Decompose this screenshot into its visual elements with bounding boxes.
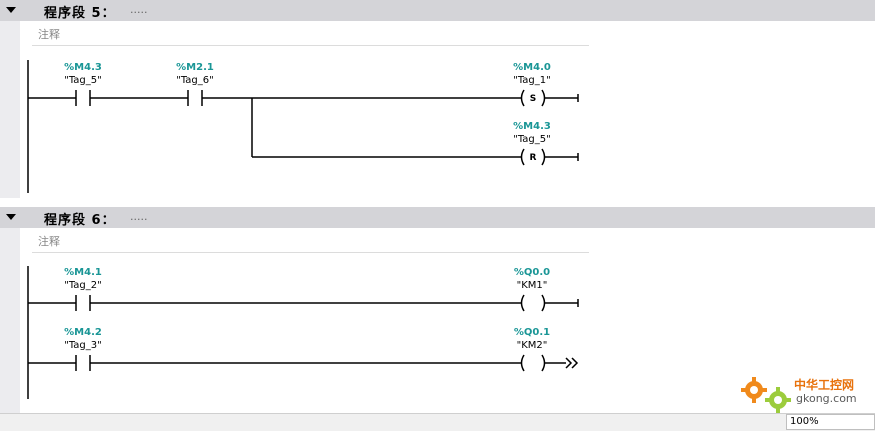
collapse-triangle-icon[interactable] <box>6 7 16 13</box>
coil-km1-left[interactable] <box>520 294 525 312</box>
coil-km2-right[interactable] <box>541 354 546 372</box>
operand-tag[interactable]: "KM1" <box>517 280 548 291</box>
operand-tag[interactable]: "Tag_5" <box>64 75 102 86</box>
network-6-header[interactable]: 程序段 6： ..... <box>0 207 875 228</box>
collapse-triangle-icon[interactable] <box>6 214 16 220</box>
operand-address[interactable]: %M4.2 <box>64 327 102 338</box>
double-arrow-icon <box>565 357 573 369</box>
watermark-cn: 中华工控网 <box>794 378 855 392</box>
network-5-title: 程序段 5： <box>44 6 116 21</box>
network-5-comment[interactable]: 注释 <box>32 24 589 46</box>
zoom-field[interactable]: 100% <box>786 414 875 430</box>
operand-address[interactable]: %Q0.0 <box>514 267 550 278</box>
coil-type-label: R <box>530 153 537 163</box>
network-5-dots[interactable]: ..... <box>130 3 148 16</box>
network-6-title: 程序段 6： <box>44 213 116 228</box>
coil-type-label: S <box>530 94 536 104</box>
gkong-watermark: 中华工控网 gkong.com <box>738 372 868 414</box>
watermark-en: gkong.com <box>796 392 857 405</box>
coil-km2-left[interactable] <box>520 354 525 372</box>
operand-tag[interactable]: "Tag_6" <box>176 75 214 86</box>
coil-set-right[interactable] <box>541 89 546 107</box>
gear-icon <box>741 377 791 413</box>
coil-reset-left[interactable] <box>520 148 525 166</box>
operand-address[interactable]: %M4.1 <box>64 267 102 278</box>
network-6-dots[interactable]: ..... <box>130 210 148 223</box>
coil-set-left[interactable] <box>520 89 525 107</box>
coil-km1-right[interactable] <box>541 294 546 312</box>
operand-address[interactable]: %M4.3 <box>64 62 102 73</box>
network-6-margin <box>0 228 20 413</box>
operand-tag[interactable]: "Tag_1" <box>513 75 551 86</box>
operand-tag[interactable]: "Tag_2" <box>64 280 102 291</box>
operand-tag[interactable]: "Tag_3" <box>64 340 102 351</box>
status-bar: 100% <box>0 413 875 431</box>
network-5-margin <box>0 21 20 198</box>
network-6-comment[interactable]: 注释 <box>32 231 589 253</box>
coil-reset-right[interactable] <box>541 148 546 166</box>
operand-address[interactable]: %M2.1 <box>176 62 214 73</box>
double-arrow-icon <box>571 357 579 369</box>
operand-tag[interactable]: "Tag_5" <box>513 134 551 145</box>
operand-address[interactable]: %Q0.1 <box>514 327 550 338</box>
operand-address[interactable]: %M4.3 <box>513 121 551 132</box>
operand-address[interactable]: %M4.0 <box>513 62 551 73</box>
operand-tag[interactable]: "KM2" <box>517 340 548 351</box>
network-5-header[interactable]: 程序段 5： ..... <box>0 0 875 21</box>
